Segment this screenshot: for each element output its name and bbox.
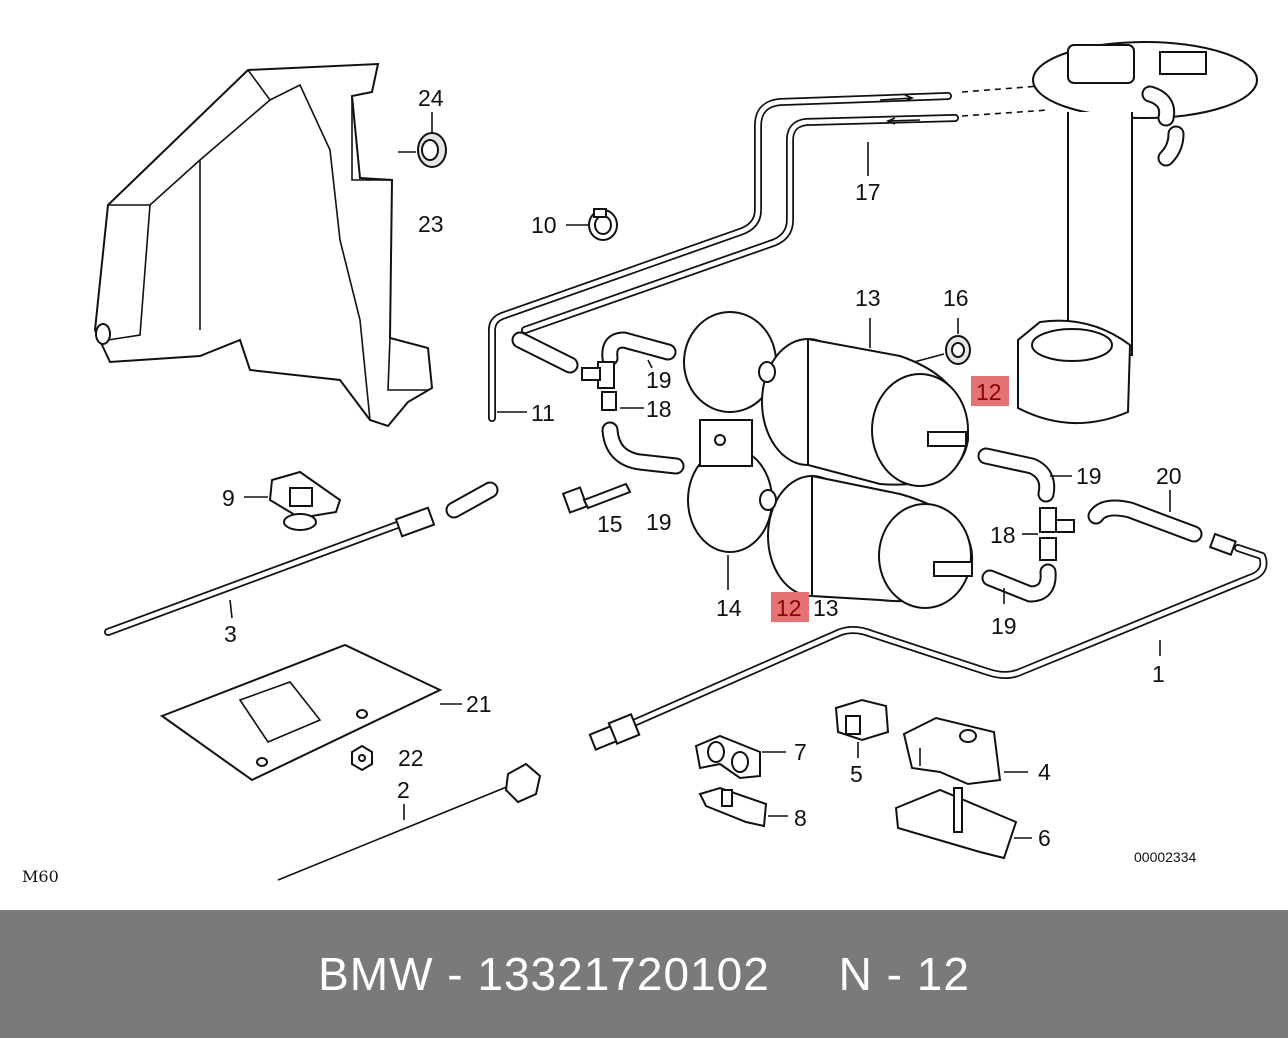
mount-plate bbox=[894, 787, 1032, 860]
callout-12-lower: 12 bbox=[776, 595, 802, 621]
callout-9: 9 bbox=[222, 485, 235, 511]
callout-10: 10 bbox=[531, 212, 557, 238]
callout-11: 11 bbox=[531, 400, 555, 426]
callout-7: 7 bbox=[794, 739, 807, 765]
connecting-hose-left bbox=[445, 331, 579, 519]
bracket-8 bbox=[698, 786, 788, 828]
callout-15: 15 bbox=[597, 511, 623, 537]
callout-17: 17 bbox=[855, 179, 881, 205]
upper-connectors bbox=[581, 331, 685, 475]
part-number-banner: BMW - 13321720102 N - 12 bbox=[0, 910, 1288, 1038]
bracket-7 bbox=[694, 734, 786, 780]
holder-block bbox=[902, 716, 1028, 786]
callout-19-c: 19 bbox=[1076, 463, 1102, 489]
fuel-filter-upper bbox=[758, 318, 970, 487]
callout-21: 21 bbox=[466, 691, 492, 717]
callout-24: 24 bbox=[418, 85, 444, 111]
callout-4: 4 bbox=[1038, 759, 1051, 785]
hose-clamp bbox=[566, 208, 618, 241]
callout-8: 8 bbox=[794, 805, 807, 831]
callout-6: 6 bbox=[1038, 825, 1051, 851]
model-code: M60 bbox=[22, 867, 59, 886]
callout-23: 23 bbox=[418, 211, 444, 237]
callout-3: 3 bbox=[224, 621, 237, 647]
fuel-line-lower-left bbox=[104, 506, 436, 636]
callout-12-upper: 12 bbox=[976, 379, 1002, 405]
callout-18-upper: 18 bbox=[646, 396, 672, 422]
callout-1: 1 bbox=[1152, 661, 1165, 687]
callout-13-lower: 13 bbox=[813, 595, 839, 621]
callout-20: 20 bbox=[1156, 463, 1182, 489]
right-hoses bbox=[977, 447, 1203, 604]
fuel-feed-line bbox=[588, 532, 1268, 751]
callout-19-b: 19 bbox=[646, 509, 672, 535]
hex-nut bbox=[351, 744, 373, 772]
image-number: 00002334 bbox=[1134, 849, 1197, 865]
heat-shield-panel bbox=[93, 62, 434, 428]
retainer-clip bbox=[244, 470, 342, 531]
threaded-rod bbox=[277, 762, 542, 881]
grommet bbox=[398, 112, 447, 168]
parts-diagram: 1 2 3 4 5 6 7 8 9 10 11 12 12 13 13 14 1… bbox=[22, 41, 1268, 886]
insulator bbox=[834, 698, 890, 758]
callout-16: 16 bbox=[943, 285, 969, 311]
fuel-return-lines bbox=[488, 85, 1049, 422]
callout-22: 22 bbox=[398, 745, 424, 771]
callout-19-a: 19 bbox=[646, 367, 672, 393]
shield-plate bbox=[159, 643, 462, 782]
highlight-12-upper bbox=[971, 376, 1009, 406]
callout-5: 5 bbox=[850, 761, 863, 787]
part-number-text: BMW - 13321720102 N - 12 bbox=[318, 948, 970, 1000]
callout-13-upper: 13 bbox=[855, 285, 881, 311]
fuel-filter-lower bbox=[759, 474, 974, 609]
callout-2: 2 bbox=[397, 777, 410, 803]
highlight-12-lower bbox=[771, 592, 809, 622]
clip bbox=[913, 318, 971, 365]
filter-bracket bbox=[683, 311, 777, 590]
callout-19-d: 19 bbox=[991, 613, 1017, 639]
mounting-bolt bbox=[561, 482, 632, 514]
callout-14: 14 bbox=[716, 595, 742, 621]
callout-18-lower: 18 bbox=[990, 522, 1016, 548]
fuel-sender-unit bbox=[1017, 41, 1258, 425]
